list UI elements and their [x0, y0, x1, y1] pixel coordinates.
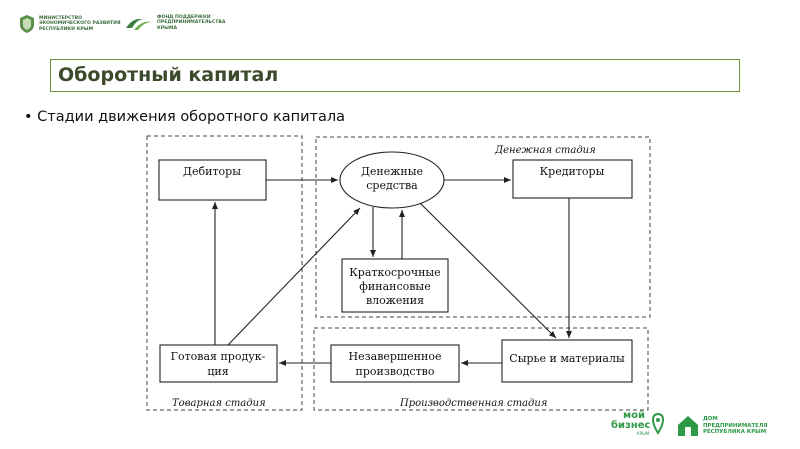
node-shortterm-label-2: финансовые	[359, 280, 430, 293]
fund-text: ФОНД ПОДДЕРЖКИ ПРЕДПРИНИМАТЕЛЬСТВА КРЫМА	[157, 14, 226, 31]
fund-logo: ФОНД ПОДДЕРЖКИ ПРЕДПРИНИМАТЕЛЬСТВА КРЫМА	[124, 14, 225, 32]
location-pin-icon	[652, 412, 665, 435]
fund-swoosh-icon	[126, 19, 152, 30]
bullet-text: • Стадии движения оборотного капитала	[24, 109, 346, 125]
moy-biznes-logo: мой бизнес КРЫМ	[611, 410, 665, 437]
arrow-finished-to-cash	[227, 207, 361, 346]
ministry-emblem-icon	[20, 15, 34, 33]
node-wip	[330, 344, 460, 383]
node-shortterm-label-3: вложения	[366, 294, 424, 307]
node-creditors	[512, 159, 633, 199]
slide-title-bar: Оборотный капитал	[50, 59, 740, 92]
node-finished-label-2: ция	[207, 365, 228, 378]
moy-biznes-line1: мой	[623, 410, 646, 421]
node-wip-label-1: Незавершенное	[349, 350, 442, 363]
moy-biznes-line2: бизнес	[611, 420, 651, 431]
moy-biznes-text: мой бизнес КРЫМ	[611, 410, 651, 437]
node-finished-label-1: Готовая продук-	[171, 350, 266, 363]
zone-goods	[146, 135, 303, 411]
zone-money	[315, 136, 651, 318]
zone-production	[313, 327, 649, 411]
node-debtors	[158, 159, 267, 201]
arrow-cash-to-raw	[419, 202, 557, 339]
ministry-logo: МИНИСТЕРСТВО ЭКОНОМИЧЕСКОГО РАЗВИТИЯ РЕС…	[18, 14, 121, 34]
node-cash-label-2: средства	[366, 179, 418, 192]
slide-title: Оборотный капитал	[58, 64, 279, 86]
house-icon	[678, 416, 698, 436]
dom-text: ДОМ ПРЕДПРИНИМАТЕЛЯ РЕСПУБЛИКА КРЫМ	[703, 416, 768, 436]
node-raw-materials	[501, 339, 633, 383]
node-shortterm-label-1: Краткосрочные	[349, 266, 440, 279]
node-wip-label-2: производство	[356, 365, 435, 378]
moy-biznes-sub: КРЫМ	[637, 431, 650, 436]
node-creditors-label: Кредиторы	[540, 165, 605, 178]
node-finished-goods	[159, 344, 278, 383]
zone-money-label: Денежная стадия	[494, 145, 596, 156]
node-raw-label: Сырье и материалы	[509, 352, 625, 365]
zone-goods-label: Товарная стадия	[172, 398, 266, 409]
node-cash-label-1: Денежные	[361, 165, 423, 178]
node-debtors-label: Дебиторы	[183, 165, 241, 178]
zone-production-label: Производственная стадия	[399, 398, 547, 409]
node-shortterm	[341, 258, 449, 313]
dom-predprinimatelya-logo: ДОМ ПРЕДПРИНИМАТЕЛЯ РЕСПУБЛИКА КРЫМ	[676, 414, 767, 438]
ministry-text: МИНИСТЕРСТВО ЭКОНОМИЧЕСКОГО РАЗВИТИЯ РЕС…	[39, 15, 121, 32]
